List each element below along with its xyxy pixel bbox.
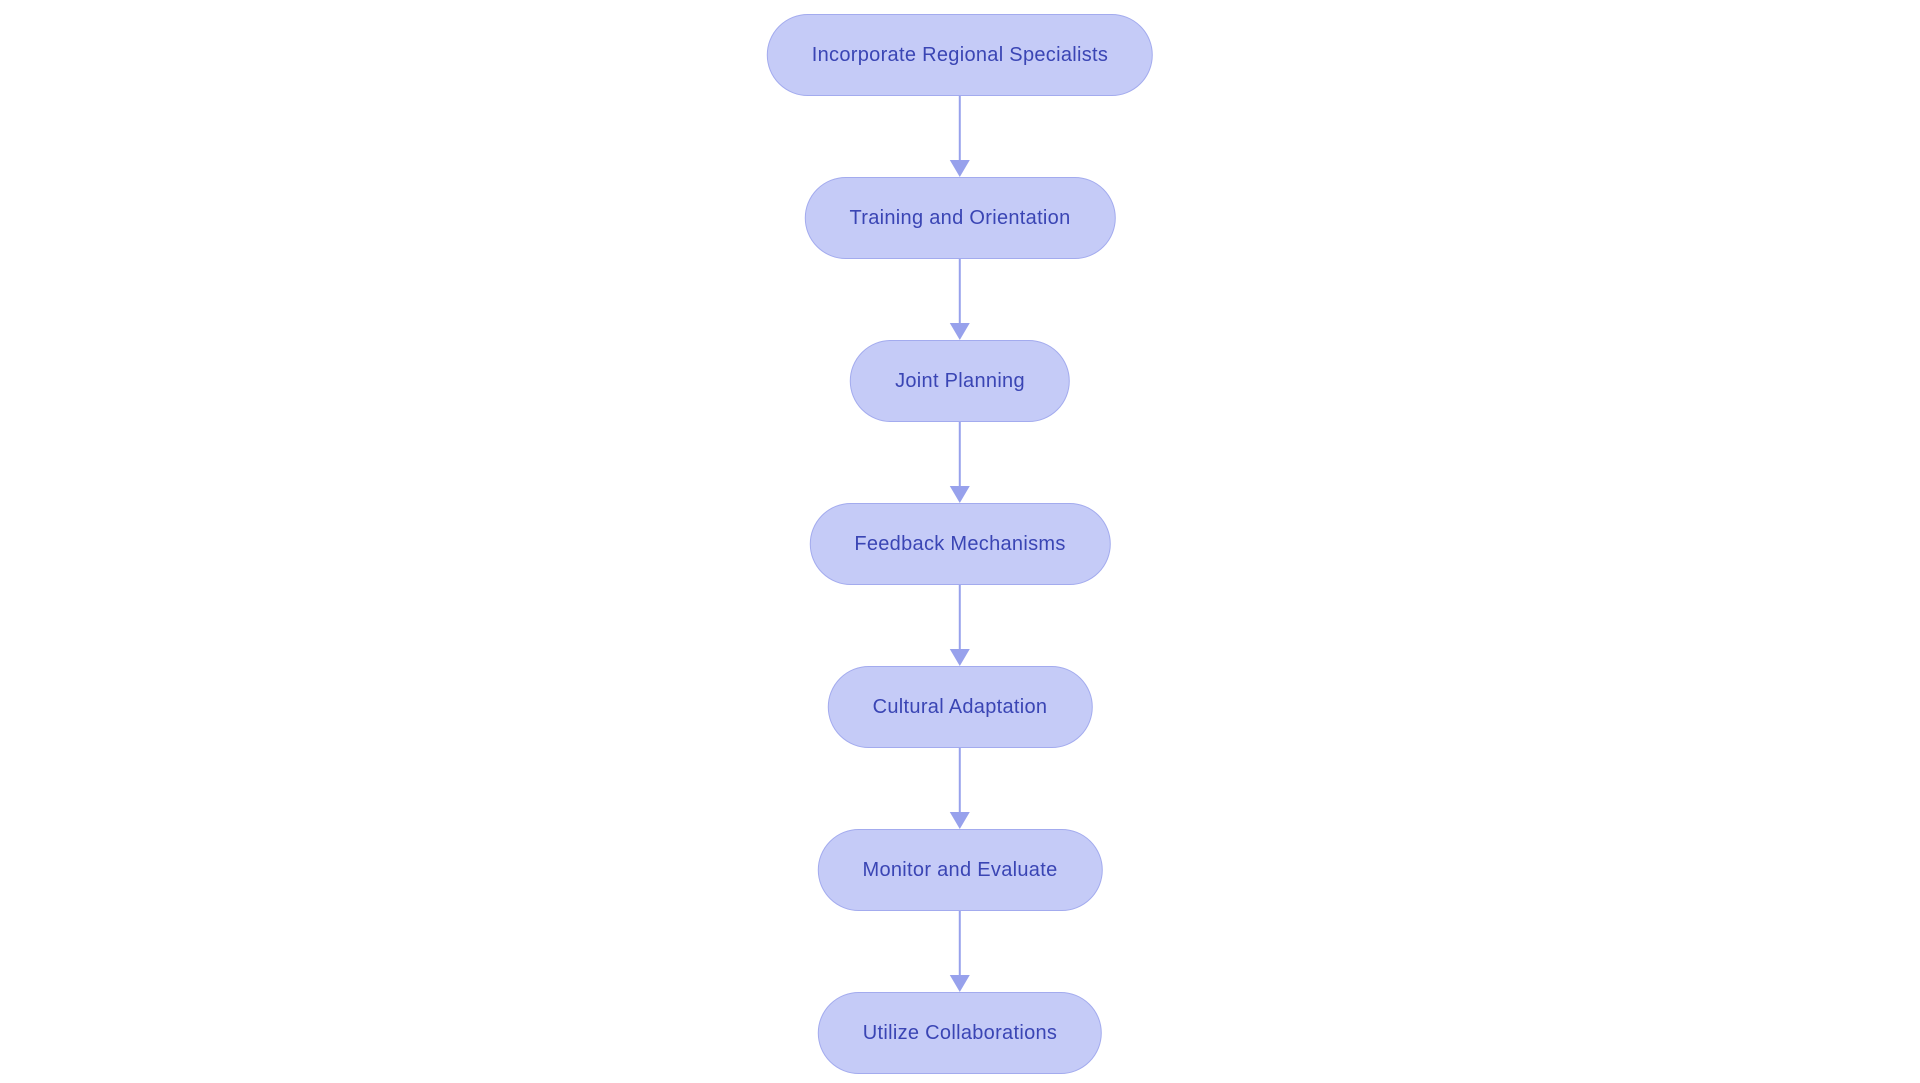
flow-node-incorporate-regional-specialists: Incorporate Regional Specialists (766, 14, 1154, 96)
flow-node-label: Monitor and Evaluate (862, 858, 1058, 881)
flow-arrow-1 (950, 96, 970, 177)
arrow-line (958, 911, 962, 976)
flow-arrow-4 (950, 585, 970, 666)
flowchart: Incorporate Regional Specialists Trainin… (766, 14, 1154, 1074)
flow-node-cultural-adaptation: Cultural Adaptation (827, 666, 1093, 748)
flow-arrow-5 (950, 748, 970, 829)
flow-arrow-2 (950, 259, 970, 340)
arrow-line (958, 585, 962, 650)
flow-node-label: Cultural Adaptation (872, 695, 1048, 718)
arrow-head-icon (950, 486, 970, 503)
flow-node-training-and-orientation: Training and Orientation (804, 177, 1116, 259)
arrow-line (958, 748, 962, 813)
arrow-line (958, 259, 962, 324)
arrow-head-icon (950, 975, 970, 992)
flow-node-utilize-collaborations: Utilize Collaborations (817, 992, 1103, 1074)
flow-node-label: Incorporate Regional Specialists (811, 43, 1109, 66)
flow-node-label: Training and Orientation (849, 206, 1071, 229)
flow-arrow-6 (950, 911, 970, 992)
flow-node-joint-planning: Joint Planning (850, 340, 1070, 422)
flow-node-label: Utilize Collaborations (862, 1021, 1058, 1044)
flow-node-label: Feedback Mechanisms (854, 532, 1066, 555)
arrow-head-icon (950, 160, 970, 177)
arrow-head-icon (950, 649, 970, 666)
arrow-line (958, 96, 962, 161)
flow-arrow-3 (950, 422, 970, 503)
flow-node-feedback-mechanisms: Feedback Mechanisms (809, 503, 1111, 585)
flow-node-monitor-and-evaluate: Monitor and Evaluate (817, 829, 1103, 911)
arrow-line (958, 422, 962, 487)
arrow-head-icon (950, 323, 970, 340)
arrow-head-icon (950, 812, 970, 829)
flow-node-label: Joint Planning (895, 369, 1025, 392)
